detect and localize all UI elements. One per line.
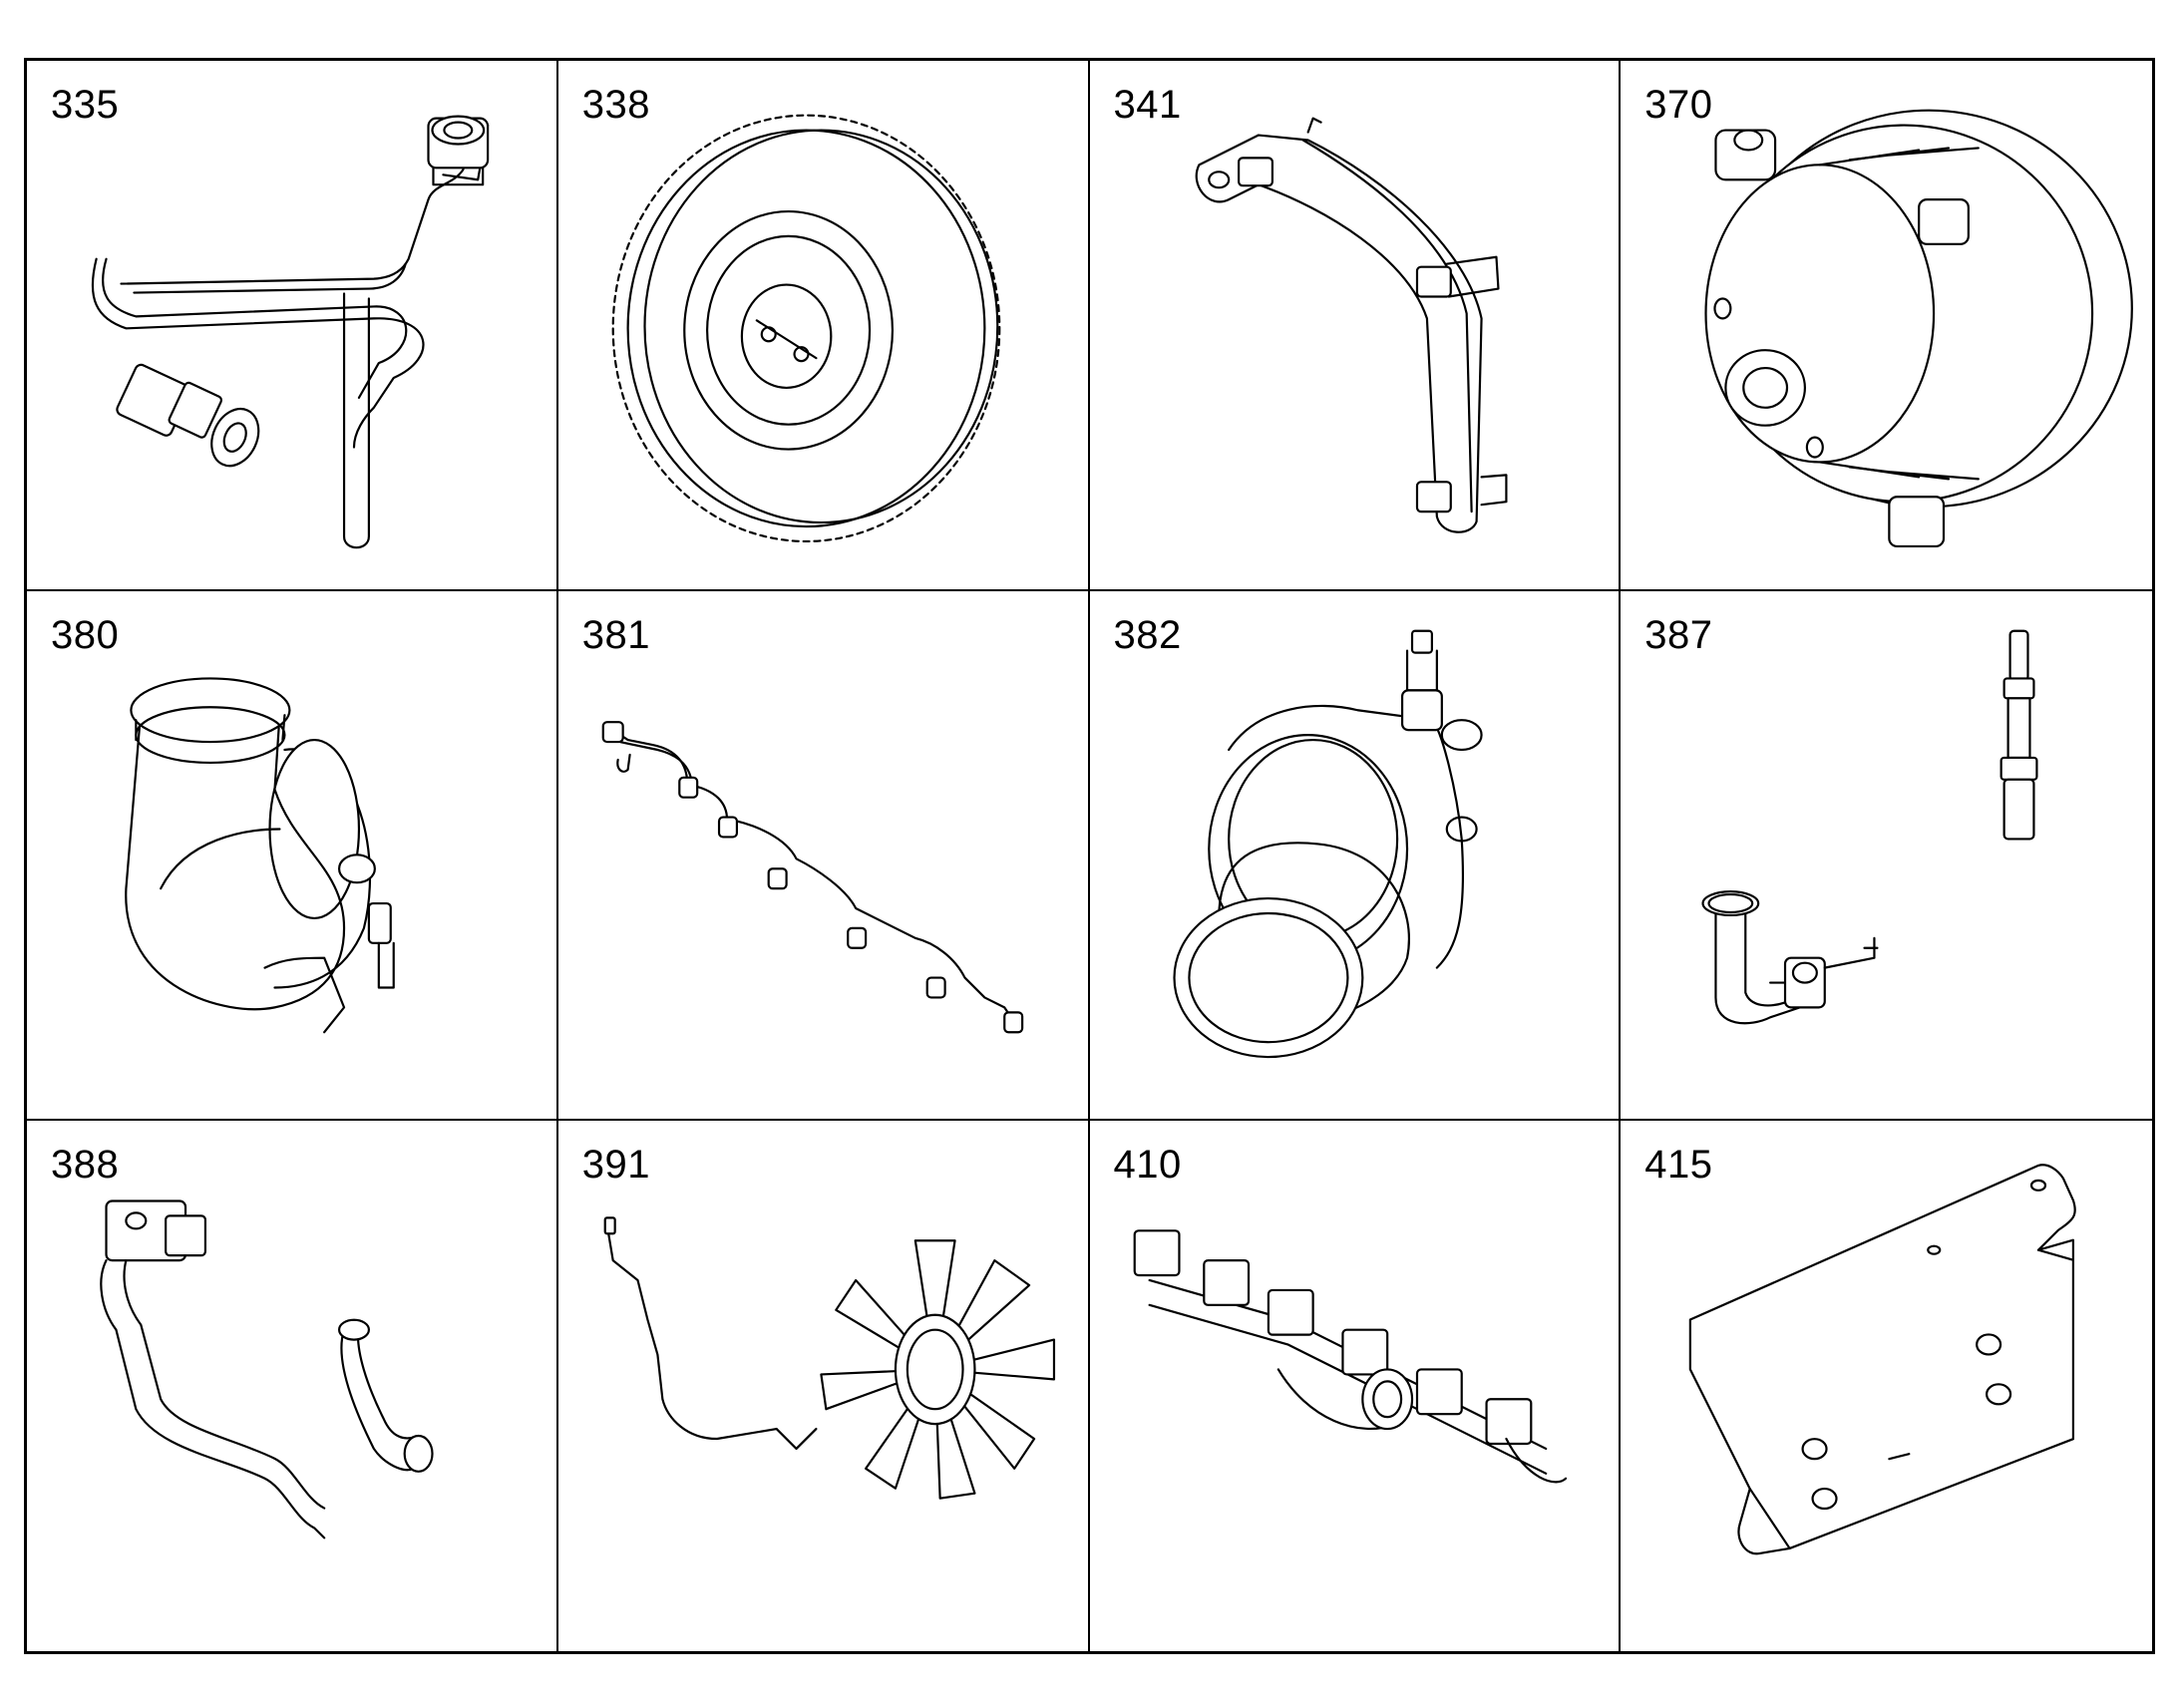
part-cell-382[interactable]: 382 (1089, 590, 1622, 1122)
part-cell-381[interactable]: 381 (557, 590, 1090, 1122)
part-cell-335[interactable]: 335 (27, 61, 558, 591)
part-number: 341 (1113, 83, 1182, 127)
part-number: 388 (51, 1143, 120, 1188)
part-cell-370[interactable]: 370 (1621, 61, 2152, 591)
parts-grid: 335 338 (24, 58, 2155, 1654)
mounting-plate-icon (1689, 1164, 2077, 1555)
part-cell-388[interactable]: 388 (27, 1121, 558, 1651)
part-number: 338 (581, 83, 650, 127)
part-cell-410[interactable]: 410 (1090, 1121, 1622, 1651)
part-number: 380 (51, 612, 120, 657)
water-pump-icon (1704, 109, 2134, 548)
part-cell-415[interactable]: 415 (1621, 1121, 2152, 1651)
part-number: 370 (1644, 83, 1713, 127)
part-number: 391 (581, 1143, 650, 1188)
part-number: 382 (1113, 612, 1182, 657)
part-number: 381 (581, 612, 650, 657)
part-number: 415 (1644, 1143, 1713, 1188)
part-cell-341[interactable]: 341 (1089, 61, 1622, 591)
part-cell-338[interactable]: 338 (557, 61, 1090, 591)
coolant-pipe-icon (100, 1199, 434, 1539)
part-cell-391[interactable]: 391 (558, 1121, 1090, 1651)
part-cell-380[interactable]: 380 (27, 590, 558, 1122)
fan-icon (603, 1216, 1055, 1501)
fitting-icon (1701, 629, 2038, 1024)
gear-icon (611, 114, 1001, 543)
fuel-line-icon (91, 115, 490, 549)
wiring-harness-icon (601, 720, 1023, 1033)
part-cell-387[interactable]: 387 (1621, 591, 2152, 1122)
part-number: 387 (1644, 612, 1713, 657)
exhaust-manifold-icon (1133, 1229, 1567, 1484)
turbocharger-icon (125, 677, 395, 1033)
bracket-icon (1195, 117, 1508, 533)
hose-clamp-icon (1172, 629, 1483, 1058)
part-number: 335 (51, 83, 120, 127)
part-number: 410 (1113, 1143, 1182, 1188)
